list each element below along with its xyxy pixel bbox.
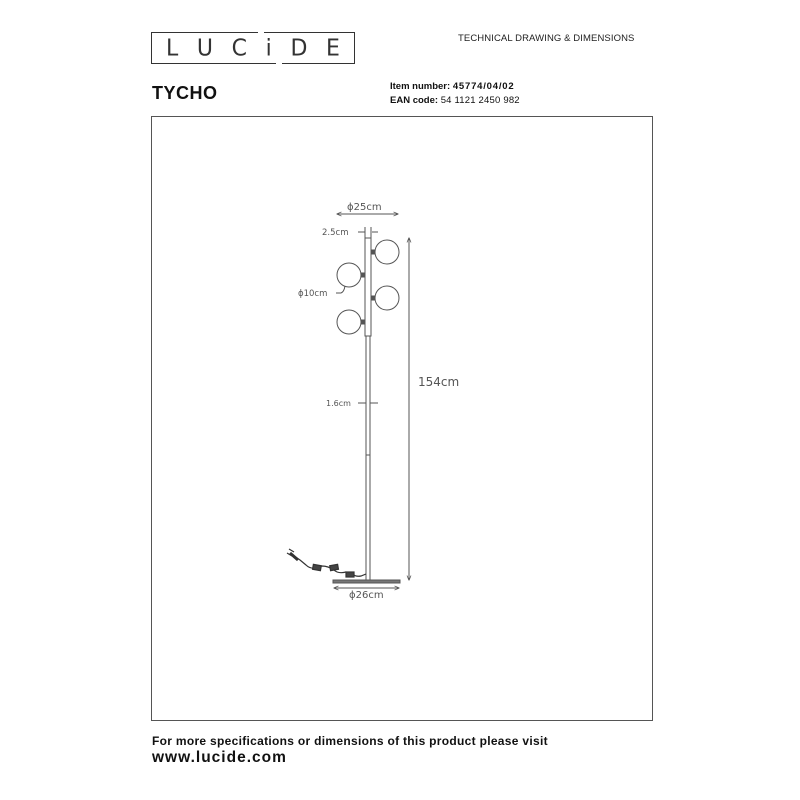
product-name: TYCHO: [152, 83, 218, 103]
logo-letter: i: [265, 34, 272, 62]
logo-letter: U: [196, 34, 214, 62]
ean-row: EAN code: 54 1121 2450 982: [390, 94, 520, 108]
globe-icon: [336, 309, 366, 335]
globe-diameter-leader: [336, 285, 346, 294]
globe-icon: [370, 285, 400, 311]
head-tube: [364, 237, 372, 337]
base-plate: [332, 579, 401, 584]
website-link[interactable]: www.lucide.com: [152, 749, 287, 766]
base-diameter-label: ϕ26cm: [349, 590, 384, 601]
power-cord-icon: [286, 548, 367, 578]
brand-logo: L U C i D E: [151, 31, 355, 65]
globe-icon: [370, 239, 400, 265]
footer-note: For more specifications or dimensions of…: [152, 734, 548, 748]
logo-letter: E: [326, 34, 340, 62]
item-number-label: Item number:: [390, 81, 451, 92]
drawing-frame: [151, 116, 653, 721]
item-number-row: Item number: 45774/04/02: [390, 80, 520, 94]
logo-letter: D: [290, 34, 308, 62]
total-height-label: 154cm: [418, 375, 459, 389]
product-meta: Item number: 45774/04/02 EAN code: 54 11…: [390, 80, 520, 108]
globe-icon: [336, 262, 366, 288]
item-number-value: 45774/04/02: [452, 81, 515, 92]
ean-value: 54 1121 2450 982: [440, 95, 520, 106]
logo-letter: L: [166, 34, 179, 62]
logo-gap: [258, 31, 264, 35]
ean-label: EAN code:: [390, 95, 439, 106]
tube-width-label: 2.5cm: [322, 228, 348, 238]
globe-diameter-label: ϕ10cm: [298, 289, 327, 299]
logo-gap: [276, 61, 282, 65]
logo-letter: C: [231, 34, 248, 62]
head-width-label: ϕ25cm: [347, 202, 382, 213]
tube-width-dimension: [358, 227, 378, 238]
document-type: TECHNICAL DRAWING & DIMENSIONS: [458, 33, 635, 44]
pole-width-label: 1.6cm: [326, 399, 351, 408]
